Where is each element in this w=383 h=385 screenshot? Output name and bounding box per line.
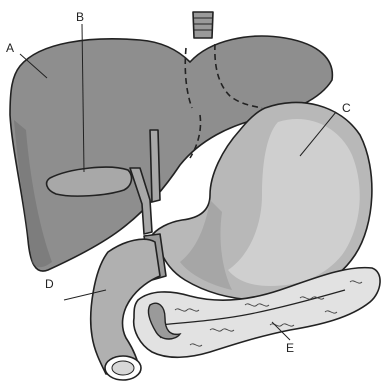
hepatic-duct: [150, 130, 160, 202]
label-d: D: [45, 277, 54, 291]
label-e: E: [286, 341, 294, 355]
label-c: C: [342, 101, 351, 115]
duodenum-lumen: [112, 361, 134, 375]
label-b: B: [76, 10, 84, 24]
label-a: A: [6, 41, 14, 55]
esophagus: [193, 12, 213, 38]
